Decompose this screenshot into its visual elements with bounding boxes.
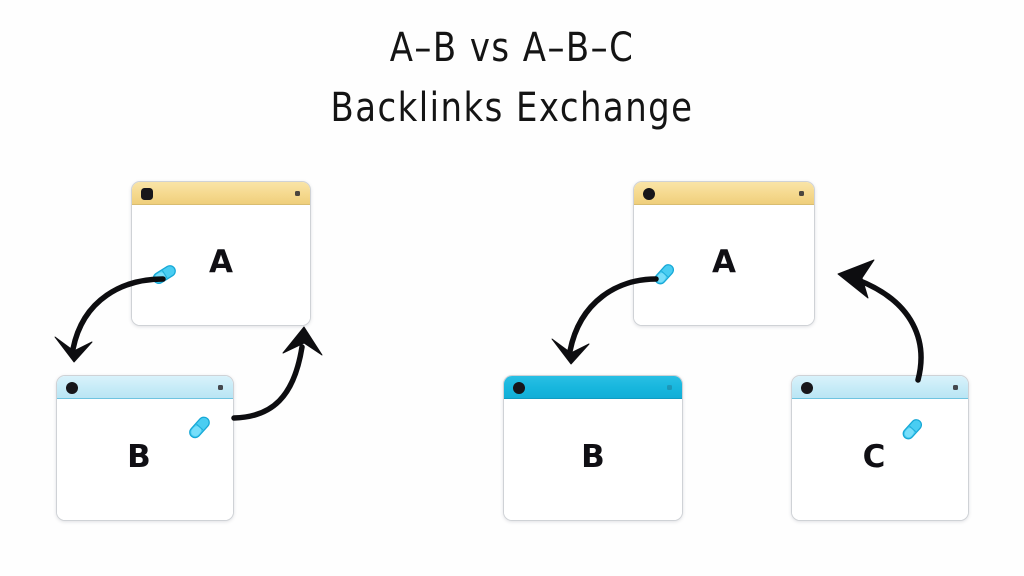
page-title: A–B vs A–B–C Backlinks Exchange bbox=[0, 22, 1024, 131]
right-window-c-titlebar[interactable] bbox=[792, 376, 968, 399]
title-line-2: Backlinks Exchange bbox=[330, 85, 694, 132]
left-window-a[interactable]: A bbox=[131, 181, 311, 326]
window-menu-icon[interactable] bbox=[141, 187, 153, 200]
window-menu-icon[interactable] bbox=[513, 381, 525, 394]
link-icon[interactable] bbox=[147, 257, 181, 291]
window-menu-icon[interactable] bbox=[66, 381, 78, 394]
right-window-a-body: A bbox=[634, 205, 814, 325]
left-window-a-body: A bbox=[132, 205, 310, 325]
left-window-b-titlebar[interactable] bbox=[57, 376, 233, 399]
left-window-b[interactable]: B bbox=[56, 375, 234, 521]
window-close-icon[interactable] bbox=[953, 385, 958, 390]
right-window-c-body: C bbox=[792, 399, 968, 520]
right-window-a-label: A bbox=[712, 244, 736, 281]
left-window-a-titlebar[interactable] bbox=[132, 182, 310, 205]
arrow-b-to-a bbox=[231, 326, 323, 421]
arrow-c-to-a-right bbox=[837, 259, 924, 383]
right-window-b[interactable]: B bbox=[503, 375, 683, 521]
right-window-b-body: B bbox=[504, 399, 682, 520]
left-window-a-label: A bbox=[209, 244, 233, 281]
right-window-a-titlebar[interactable] bbox=[634, 182, 814, 205]
left-window-b-body: B bbox=[57, 399, 233, 520]
link-icon[interactable] bbox=[647, 257, 681, 291]
link-icon[interactable] bbox=[895, 412, 929, 446]
right-window-c[interactable]: C bbox=[791, 375, 969, 521]
right-window-a[interactable]: A bbox=[633, 181, 815, 326]
window-close-icon[interactable] bbox=[295, 191, 300, 196]
right-window-b-label: B bbox=[581, 438, 605, 475]
left-window-b-label: B bbox=[127, 438, 151, 475]
window-menu-icon[interactable] bbox=[801, 381, 813, 394]
window-close-icon[interactable] bbox=[218, 385, 223, 390]
right-window-b-titlebar[interactable] bbox=[504, 376, 682, 399]
window-close-icon[interactable] bbox=[667, 385, 672, 390]
right-window-c-label: C bbox=[862, 438, 886, 475]
window-close-icon[interactable] bbox=[799, 191, 804, 196]
window-menu-icon[interactable] bbox=[643, 187, 655, 200]
title-line-1: A–B vs A–B–C bbox=[389, 25, 635, 72]
link-icon[interactable] bbox=[182, 410, 216, 444]
